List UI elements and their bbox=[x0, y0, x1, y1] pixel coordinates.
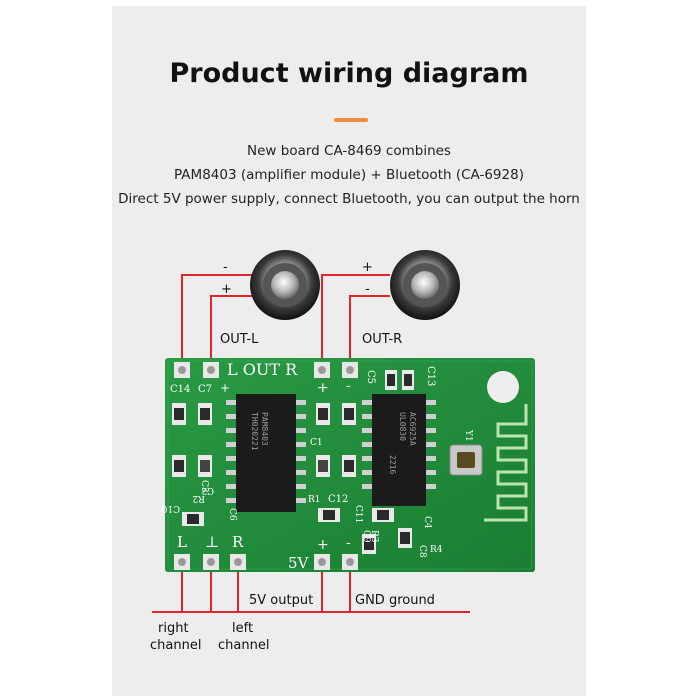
chip-left: PAM8403 TH020221 bbox=[226, 394, 306, 512]
out-r-label: OUT-R bbox=[362, 332, 402, 347]
page-title: Product wiring diagram bbox=[169, 58, 529, 89]
wire-right-minus bbox=[349, 295, 390, 360]
header-silk-text: L OUT R bbox=[227, 360, 298, 379]
silk-c1: C1 bbox=[310, 438, 323, 448]
silk-c4: C4 bbox=[422, 516, 432, 529]
wire-left-minus bbox=[181, 274, 253, 360]
top-plus-silk: + bbox=[317, 380, 329, 396]
bottom-ground-silk: ⊥ bbox=[205, 533, 219, 551]
subtitle-line-3: Direct 5V power supply, connect Bluetoot… bbox=[118, 191, 580, 207]
speaker-left bbox=[250, 250, 320, 320]
silk-r2: R2 bbox=[192, 493, 205, 503]
chip-right-text-3: 2216 bbox=[388, 455, 397, 474]
silk-r1: R1 bbox=[308, 495, 321, 505]
smd-components bbox=[172, 370, 414, 554]
chip-right: AC6925A UL0830 2216 bbox=[362, 394, 436, 506]
antenna-trace bbox=[484, 404, 528, 522]
silk-c3: C3 bbox=[199, 480, 209, 493]
silk-y1: Y1 bbox=[463, 429, 473, 442]
out-l-label: OUT-L bbox=[220, 332, 259, 347]
crystal-y1 bbox=[449, 444, 483, 476]
bottom-pads bbox=[174, 554, 358, 570]
right-minus-label: - bbox=[365, 282, 370, 297]
chip-right-text-2: UL0830 bbox=[398, 412, 407, 441]
wires bbox=[152, 274, 470, 613]
chip-left-text-1: PAM8403 bbox=[260, 412, 269, 446]
silk-c5: C5 bbox=[365, 370, 376, 384]
left-plus-label: + bbox=[221, 282, 232, 297]
five-v-output-label: 5V output bbox=[249, 593, 313, 608]
right-channel-label-2: channel bbox=[150, 638, 201, 653]
bottom-plus-silk: + bbox=[317, 537, 329, 553]
silk-c14: C14 bbox=[170, 384, 190, 395]
speaker-right bbox=[390, 250, 460, 320]
wire-left-plus bbox=[210, 295, 253, 360]
right-plus-label: + bbox=[362, 260, 373, 275]
silk-c8: C8 bbox=[417, 545, 427, 558]
bottom-r-silk: R bbox=[232, 533, 244, 551]
right-channel-label-1: right bbox=[158, 621, 189, 636]
gnd-ground-label: GND ground bbox=[355, 593, 435, 608]
silk-c10: C10 bbox=[161, 503, 180, 513]
silk-plus-left: + bbox=[220, 381, 230, 395]
subtitle-line-1: New board CA-8469 combines bbox=[247, 143, 451, 159]
silk-c9: C9 bbox=[361, 530, 371, 543]
silk-r4: R4 bbox=[430, 545, 443, 555]
silk-c7: C7 bbox=[198, 384, 212, 395]
round-component bbox=[487, 371, 519, 403]
left-channel-label-2: channel bbox=[218, 638, 269, 653]
silk-c13: C13 bbox=[425, 366, 436, 386]
bottom-5v-silk: 5V bbox=[288, 554, 310, 572]
top-minus-silk: - bbox=[346, 378, 351, 394]
pcb-board: L OUT R PAM8403 TH020221 AC6925A bbox=[161, 358, 535, 572]
silk-c12: C12 bbox=[328, 494, 348, 505]
silk-c6: C6 bbox=[227, 508, 237, 521]
bottom-minus-silk: - bbox=[346, 535, 351, 551]
chip-left-text-2: TH020221 bbox=[250, 412, 259, 451]
left-minus-label: - bbox=[223, 260, 228, 275]
chip-right-text-1: AC6925A bbox=[408, 412, 417, 446]
wire-right-plus bbox=[321, 274, 390, 360]
top-pads bbox=[174, 362, 358, 378]
subtitle-line-2: PAM8403 (amplifier module) + Bluetooth (… bbox=[174, 167, 524, 183]
silk-r3: R3 bbox=[369, 530, 379, 543]
silk-c11: C11 bbox=[353, 505, 363, 523]
left-channel-label-1: left bbox=[232, 621, 253, 636]
silk-c2: C2 bbox=[201, 485, 214, 495]
bottom-l-silk: L bbox=[177, 533, 187, 551]
title-accent-bar bbox=[334, 118, 368, 122]
